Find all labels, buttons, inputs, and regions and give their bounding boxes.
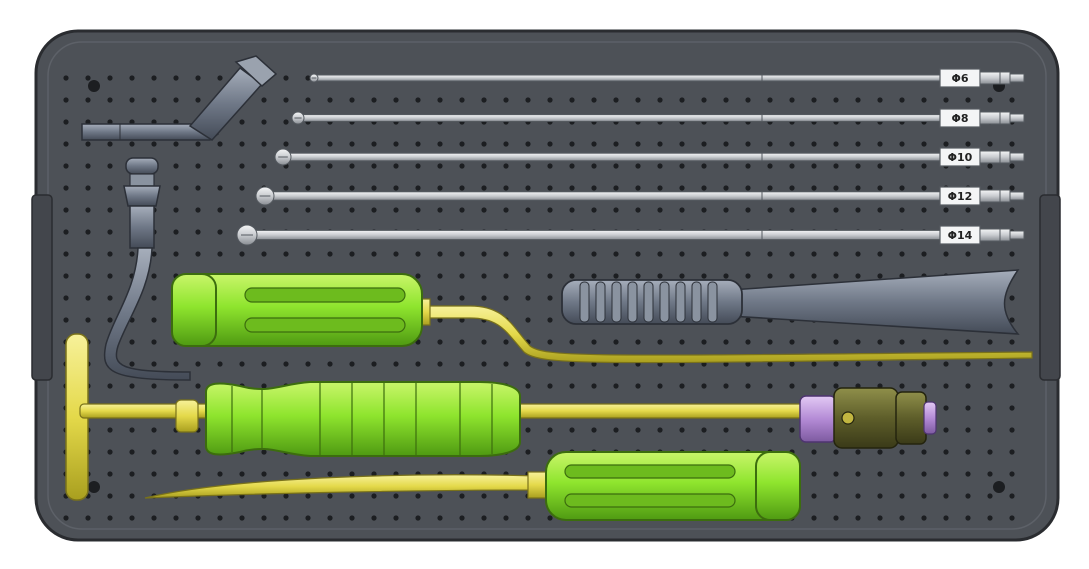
reamer-size-label: Φ6 — [951, 72, 968, 85]
reamer-rod[interactable]: Φ14 — [236, 224, 1025, 246]
reamer-size-label: Φ10 — [948, 151, 973, 164]
reamer-rod[interactable]: Φ6 — [309, 68, 1025, 88]
reamer-rod[interactable]: Φ12 — [255, 186, 1025, 206]
tray-corner-hole-top-left — [88, 80, 100, 92]
reamer-rod[interactable]: Φ10 — [274, 147, 1025, 167]
green-handle-large[interactable] — [205, 381, 521, 457]
reamer-size-label: Φ12 — [948, 190, 973, 203]
collet-set-screw — [841, 411, 855, 425]
handle-grip-rings-large — [231, 382, 493, 456]
violet-coupler — [799, 395, 837, 443]
bent-probe-instrument[interactable] — [171, 273, 1033, 364]
reamer-rod[interactable]: Φ8 — [291, 108, 1025, 128]
handle-grip-slots-upper — [244, 287, 406, 333]
t-handle-inserter[interactable] — [65, 333, 937, 501]
tray-right-handle-notch — [1039, 194, 1061, 381]
tray-corner-hole-bottom-left — [88, 481, 100, 493]
tray-corner-hole-bottom-right — [993, 481, 1005, 493]
grip-ribs — [579, 281, 718, 323]
curved-awl[interactable] — [103, 157, 191, 381]
reamer-size-label: Φ14 — [948, 229, 973, 242]
angled-guide-block[interactable] — [81, 55, 278, 141]
reamer-size-label: Φ8 — [951, 112, 968, 125]
handle-grip-slots-lower — [564, 464, 736, 508]
fork-tip-retractor[interactable] — [561, 269, 1020, 335]
tray-left-handle-notch — [31, 194, 53, 381]
curved-blade-instrument[interactable] — [144, 451, 801, 521]
